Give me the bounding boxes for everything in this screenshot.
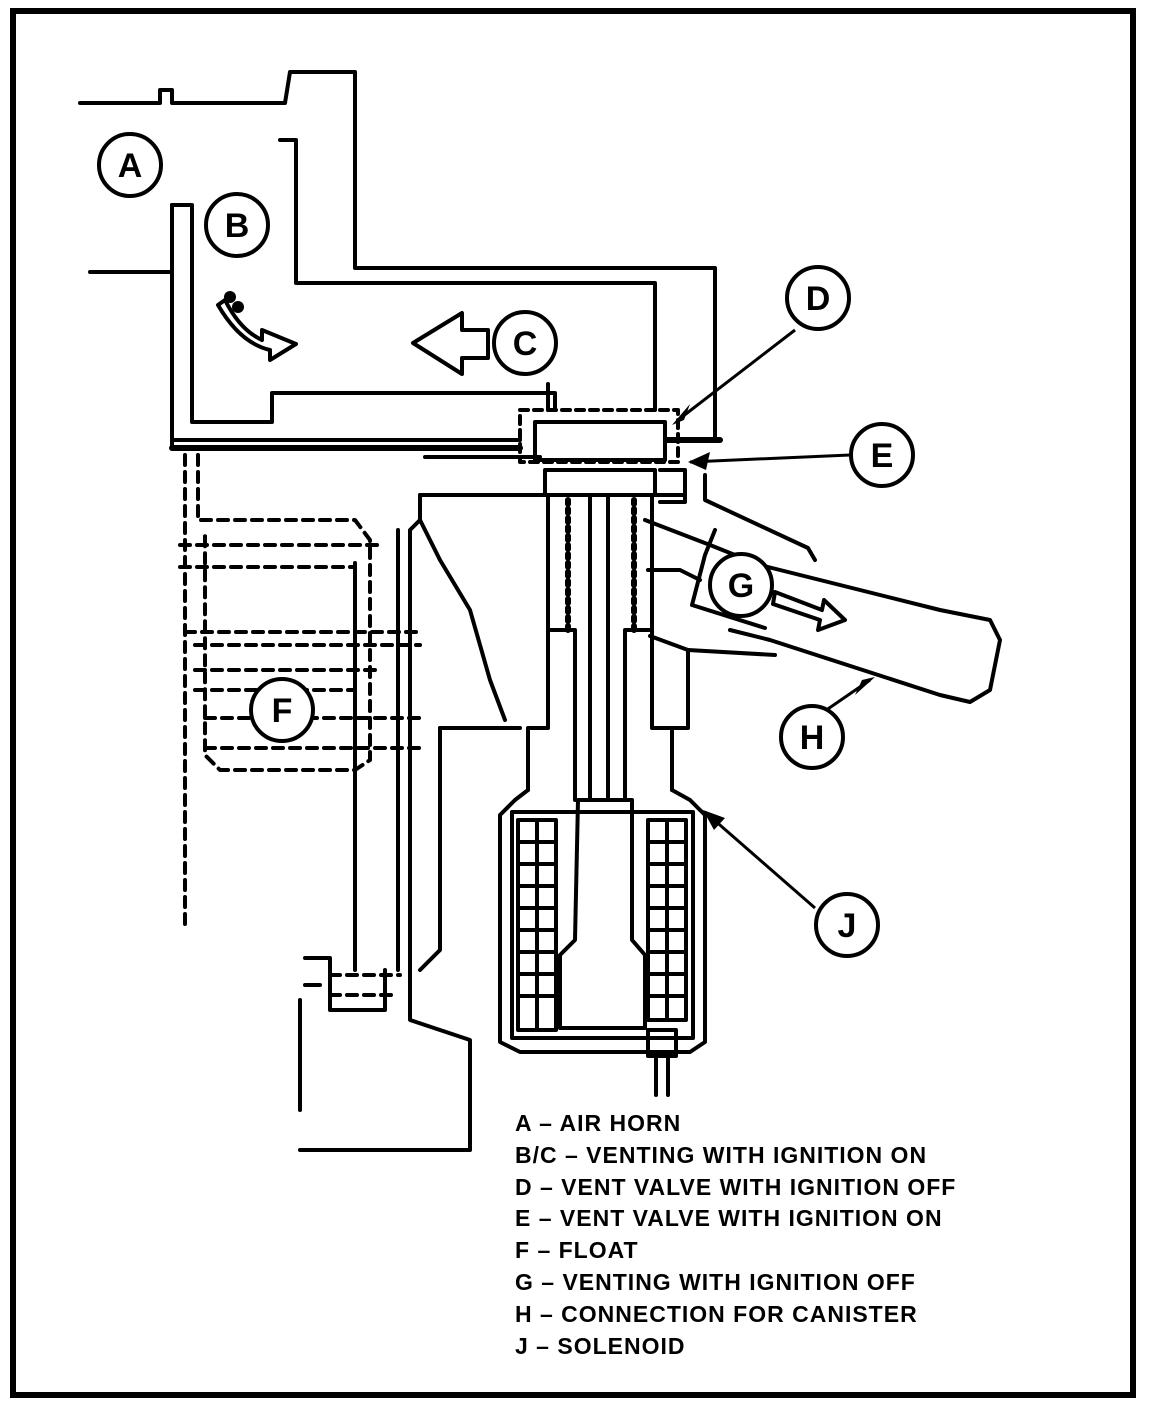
legend-item-d: D – VENT VALVE WITH IGNITION OFF — [515, 1173, 957, 1200]
legend-item-e: E – VENT VALVE WITH IGNITION ON — [515, 1205, 943, 1232]
callout-circle-d — [785, 265, 851, 331]
vent-valve — [518, 408, 687, 504]
air-horn-body — [78, 70, 723, 459]
callout-circle-f — [249, 677, 315, 743]
leader-e — [689, 453, 851, 464]
callout-h: H — [800, 719, 825, 757]
legend-item-g: G – VENTING WITH IGNITION OFF — [515, 1268, 916, 1295]
callout-circle-h — [779, 704, 845, 770]
callout-b: B — [225, 207, 250, 245]
callout-g: G — [728, 567, 754, 605]
arrow-dots — [224, 291, 244, 313]
callout-circle-a — [97, 132, 163, 198]
legend-item-bc: B/C – VENTING WITH IGNITION ON — [515, 1141, 928, 1168]
flow-arrow-b — [216, 298, 298, 362]
callout-a: A — [118, 147, 143, 185]
callout-circle-g — [708, 552, 774, 618]
callout-j: J — [838, 907, 857, 945]
flow-arrow-g — [771, 590, 847, 632]
leader-j — [704, 810, 816, 910]
callout-circle-b — [204, 192, 270, 258]
float-dashed — [178, 453, 422, 997]
callout-f: F — [272, 692, 293, 730]
callout-circles — [97, 132, 915, 958]
legend-item-a: A – AIR HORN — [515, 1110, 682, 1136]
legend-item-j: J – SOLENOID — [515, 1332, 686, 1359]
solenoid-plunger — [418, 493, 687, 802]
callout-circle-c — [492, 310, 558, 376]
leader-arrowheads — [672, 404, 875, 830]
legend-item-f: F – FLOAT — [515, 1237, 639, 1264]
callout-circle-e — [849, 422, 915, 488]
solenoid-coil — [498, 788, 707, 1097]
leader-d — [677, 328, 796, 422]
fuel-bowl-wall — [298, 493, 522, 1152]
callout-e: E — [871, 437, 894, 475]
figure-border — [10, 8, 1136, 1398]
flow-arrow-c — [411, 311, 490, 376]
callout-c: C — [513, 325, 538, 363]
legend-item-h: H – CONNECTION FOR CANISTER — [515, 1300, 918, 1327]
callout-d: D — [806, 280, 831, 318]
callout-circle-j — [814, 892, 880, 958]
legend: A – AIR HORN B/C – VENTING WITH IGNITION… — [515, 1108, 1115, 1362]
